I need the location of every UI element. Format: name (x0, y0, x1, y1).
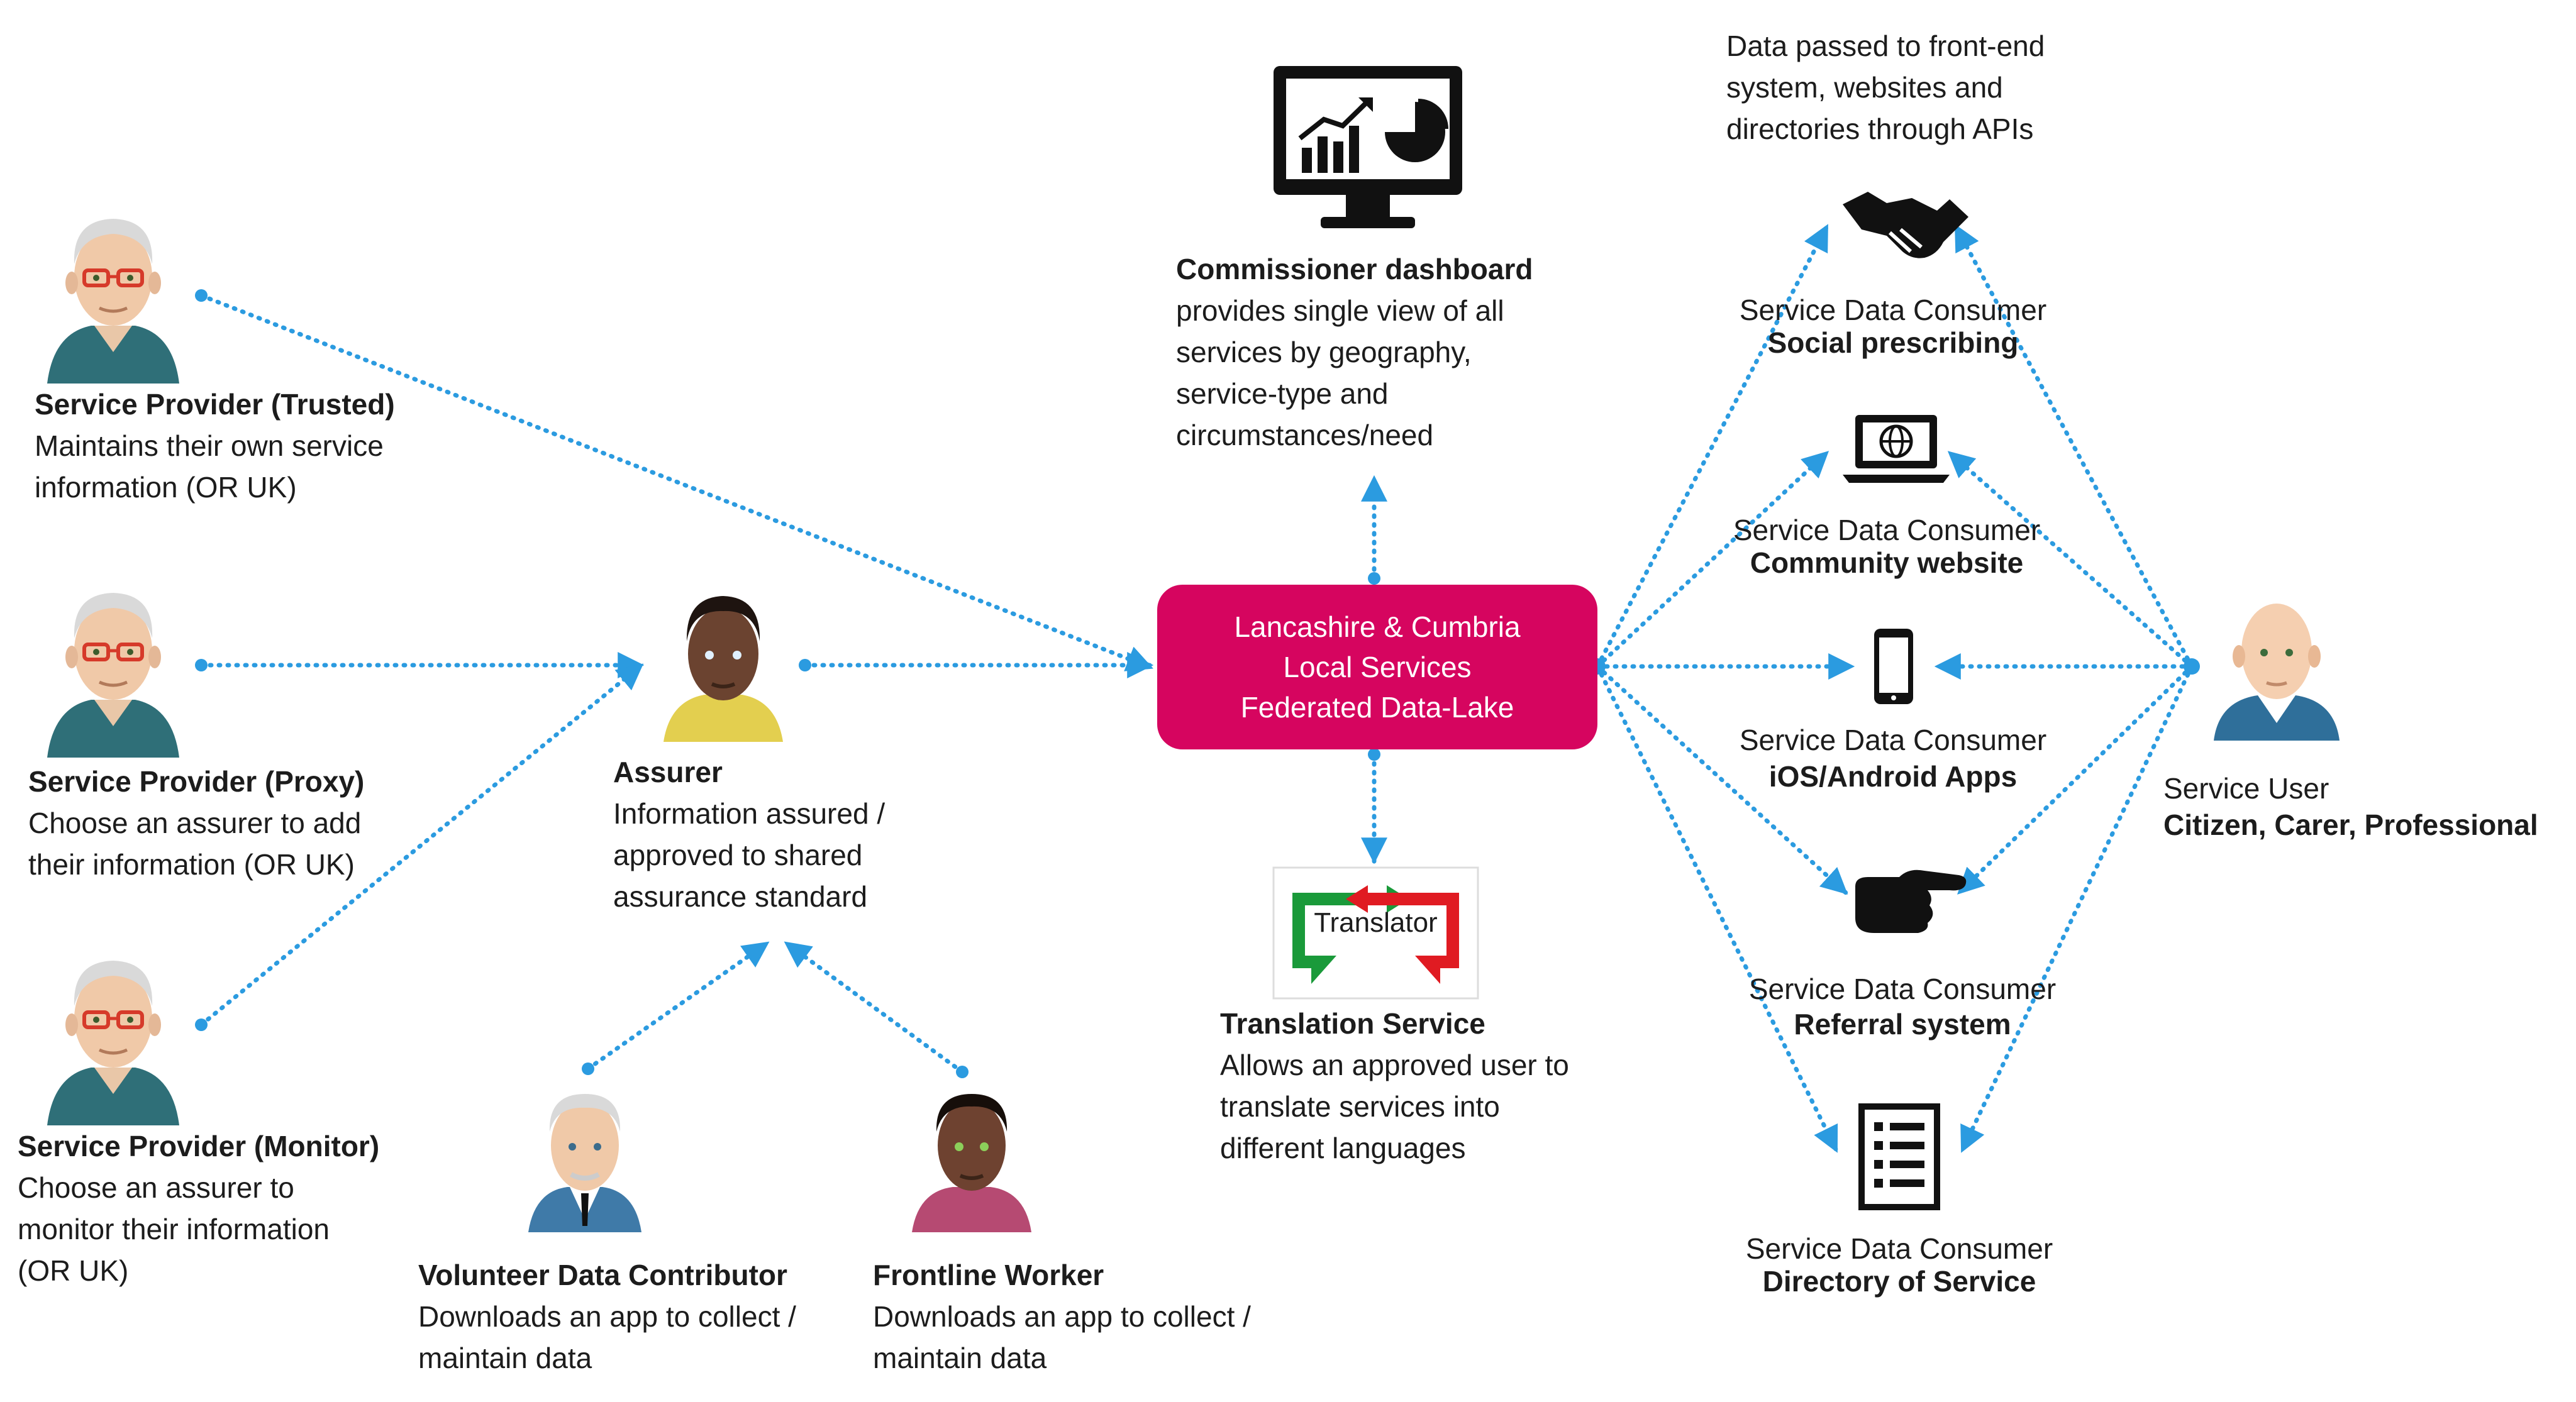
translator-icon-text: Translator (1314, 907, 1438, 938)
volunteer-avatar (528, 1094, 641, 1232)
consumer-referral-name: Referral system (1794, 1008, 2011, 1040)
assurer-desc-3: assurance standard (613, 880, 868, 913)
pointing-hand-icon (1855, 869, 1967, 933)
frontline-desc-1: Downloads an app to collect / (873, 1300, 1251, 1333)
connector-frontline-to-assurer (784, 941, 965, 1074)
translation-desc-2: translate services into (1220, 1090, 1500, 1123)
frontline-label: Frontline Worker Downloads an app to col… (873, 1254, 1251, 1379)
translation-desc-3: different languages (1220, 1132, 1466, 1164)
volunteer-desc-1: Downloads an app to collect / (418, 1300, 796, 1333)
smartphone-icon (1874, 629, 1913, 704)
consumer-website-name: Community website (1750, 546, 2024, 579)
consumer-social-name: Social prescribing (1767, 326, 2019, 359)
translator-icon (1272, 866, 1479, 1000)
connector-hub-to-referral (1595, 664, 1848, 895)
translation-label: Translation Service Allows an approved u… (1220, 1003, 1569, 1169)
frontline-desc-2: maintain data (873, 1342, 1047, 1374)
consumer-referral-role: Service Data Consumer (1748, 973, 2057, 1005)
connector-user-to-referral (1957, 664, 2194, 895)
provider-proxy-title: Service Provider (Proxy) (28, 765, 365, 798)
connector-volunteer-to-assurer (586, 941, 770, 1071)
provider-trusted-title: Service Provider (Trusted) (35, 388, 395, 421)
translation-desc-1: Allows an approved user to (1220, 1049, 1569, 1081)
assurer-desc-2: approved to shared (613, 839, 863, 871)
volunteer-title: Volunteer Data Contributor (418, 1259, 787, 1291)
volunteer-desc-2: maintain data (418, 1342, 592, 1374)
service-user-label: Service User Citizen, Carer, Professiona… (2163, 770, 2538, 843)
directory-list-icon (1858, 1103, 1940, 1210)
consumer-social-role: Service Data Consumer (1739, 294, 2047, 326)
dashboard-desc-4: circumstances/need (1176, 419, 1434, 451)
hub-line-2: Local Services (1283, 651, 1472, 683)
hub-line-1: Lancashire & Cumbria (1234, 610, 1521, 643)
api-note-3: directories through APIs (1726, 113, 2034, 145)
provider-monitor-desc-1: Choose an assurer to (18, 1171, 294, 1204)
consumer-apps-role: Service Data Consumer (1739, 724, 2047, 756)
laptop-globe-icon (1843, 415, 1950, 483)
connector-hub-to-website (1595, 450, 1829, 669)
provider-trusted-desc-1: Maintains their own service (35, 429, 384, 462)
dashboard-desc-3: service-type and (1176, 377, 1389, 410)
consumer-directory-label: Service Data Consumer Directory of Servi… (1704, 1232, 2094, 1298)
consumer-social-label: Service Data Consumer Social prescribing (1698, 294, 2088, 359)
consumer-directory-role: Service Data Consumer (1745, 1232, 2053, 1265)
provider-proxy-label: Service Provider (Proxy) Choose an assur… (28, 761, 364, 885)
provider-proxy-desc-1: Choose an assurer to add (28, 807, 362, 839)
connector-monitor-to-assurer (199, 663, 644, 1027)
handshake-icon (1843, 192, 1968, 258)
dashboard-desc-2: services by geography, (1176, 336, 1472, 368)
data-lake-hub: Lancashire & Cumbria Local Services Fede… (1157, 585, 1597, 749)
provider-monitor-desc-2: monitor their information (18, 1213, 330, 1245)
frontline-title: Frontline Worker (873, 1259, 1104, 1291)
api-note-2: system, websites and (1726, 71, 2003, 104)
provider-monitor-desc-3: (OR UK) (18, 1254, 129, 1287)
provider-trusted-label: Service Provider (Trusted) Maintains the… (35, 384, 395, 508)
connector-user-to-directory (1960, 664, 2194, 1153)
connector-user-to-website (1947, 450, 2194, 669)
hub-line-3: Federated Data-Lake (1240, 691, 1514, 724)
volunteer-label: Volunteer Data Contributor Downloads an … (418, 1254, 796, 1379)
service-user-name: Citizen, Carer, Professional (2163, 809, 2538, 841)
provider-monitor-label: Service Provider (Monitor) Choose an ass… (18, 1125, 379, 1291)
service-provider-monitor-avatar (47, 961, 179, 1125)
dashboard-title: Commissioner dashboard (1176, 253, 1533, 285)
frontline-worker-avatar (912, 1094, 1031, 1232)
consumer-directory-name: Directory of Service (1762, 1265, 2036, 1298)
connector-trusted-to-hub (199, 293, 1153, 671)
connector-hub-to-directory (1595, 664, 1839, 1153)
api-note-1: Data passed to front-end (1726, 30, 2045, 62)
dashboard-monitor-icon (1274, 66, 1462, 228)
provider-monitor-title: Service Provider (Monitor) (18, 1130, 380, 1162)
service-provider-trusted-avatar (47, 219, 179, 384)
consumer-apps-label: Service Data Consumer iOS/Android Apps (1698, 722, 2088, 795)
service-user-role: Service User (2163, 772, 2329, 805)
service-user-avatar (2214, 604, 2340, 741)
dashboard-label: Commissioner dashboard provides single v… (1176, 248, 1533, 456)
assurer-desc-1: Information assured / (613, 797, 886, 830)
translation-title: Translation Service (1220, 1007, 1485, 1040)
connector-hub-to-social (1595, 224, 1829, 669)
consumer-website-role: Service Data Consumer (1733, 514, 2041, 546)
service-provider-proxy-avatar (47, 593, 179, 758)
assurer-label: Assurer Information assured / approved t… (613, 751, 885, 917)
api-note: Data passed to front-end system, website… (1726, 25, 2045, 150)
dashboard-desc-1: provides single view of all (1176, 294, 1504, 327)
provider-trusted-desc-2: information (OR UK) (35, 471, 297, 504)
connector-user-to-social (1953, 224, 2194, 669)
assurer-avatar (663, 596, 783, 742)
provider-proxy-desc-2: their information (OR UK) (28, 848, 355, 881)
consumer-apps-name: iOS/Android Apps (1768, 760, 2018, 793)
consumer-website-label: Service Data Consumer Community website (1692, 514, 2082, 579)
consumer-referral-label: Service Data Consumer Referral system (1707, 971, 2097, 1042)
assurer-title: Assurer (613, 756, 723, 788)
